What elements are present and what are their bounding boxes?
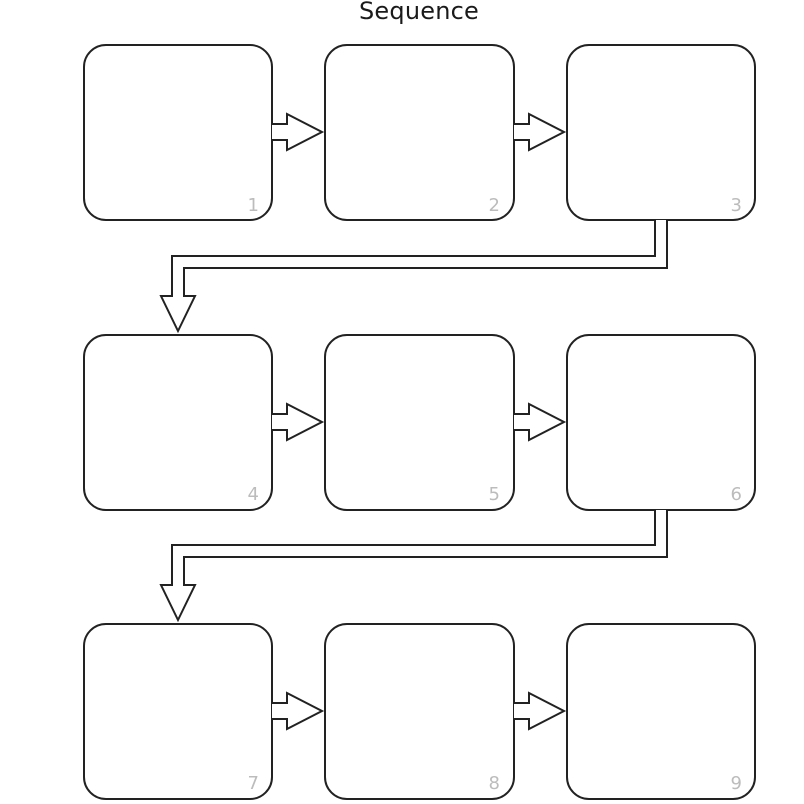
- step-number-1: 1: [248, 195, 259, 216]
- step-number-3: 3: [731, 195, 742, 216]
- step-box-7[interactable]: [83, 623, 273, 800]
- step-box-3[interactable]: [566, 44, 756, 221]
- arrow-right-1-2: [272, 112, 325, 152]
- arrow-right-4-5: [272, 402, 325, 442]
- arrow-right-7-8: [272, 691, 325, 731]
- arrow-right-8-9: [514, 691, 567, 731]
- step-number-7: 7: [248, 773, 259, 794]
- step-number-9: 9: [731, 773, 742, 794]
- step-box-9[interactable]: [566, 623, 756, 800]
- step-number-6: 6: [731, 484, 742, 505]
- step-box-4[interactable]: [83, 334, 273, 511]
- arrow-connector-6-7: [159, 510, 668, 623]
- step-number-2: 2: [489, 195, 500, 216]
- arrow-right-2-3: [514, 112, 567, 152]
- step-box-2[interactable]: [324, 44, 515, 221]
- step-number-5: 5: [489, 484, 500, 505]
- step-number-4: 4: [248, 484, 259, 505]
- step-box-5[interactable]: [324, 334, 515, 511]
- arrow-right-5-6: [514, 402, 567, 442]
- page-title: Sequence: [359, 0, 479, 25]
- arrow-connector-3-4: [159, 220, 668, 334]
- step-box-8[interactable]: [324, 623, 515, 800]
- step-number-8: 8: [489, 773, 500, 794]
- step-box-1[interactable]: [83, 44, 273, 221]
- step-box-6[interactable]: [566, 334, 756, 511]
